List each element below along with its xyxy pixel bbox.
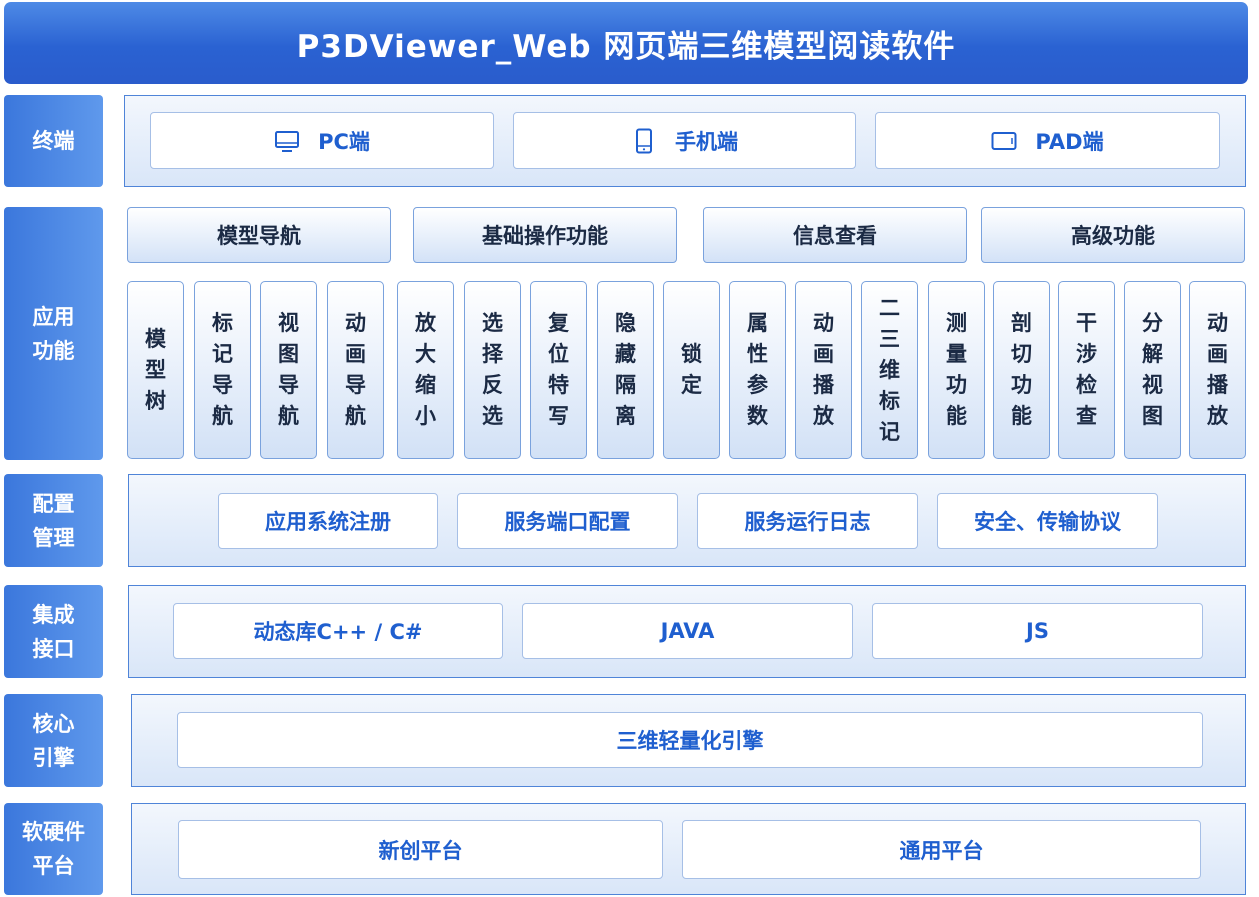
group-header-model-navigation: 模型导航 [127,207,391,263]
terminal-card-label: PAD端 [1035,129,1104,154]
terminal-card-pad[interactable]: PAD端 [875,112,1220,169]
phone-icon [631,128,657,154]
function-item[interactable]: 属性参数 [729,281,786,459]
layer-label-integration: 集成 接口 [4,585,103,678]
platform-item[interactable]: 通用平台 [682,820,1201,879]
config-item[interactable]: 服务运行日志 [697,493,918,549]
monitor-icon [274,128,300,154]
layer-label-core: 核心 引擎 [4,694,103,787]
layer-label-config: 配置 管理 [4,474,103,567]
function-item[interactable]: 模型树 [127,281,184,459]
function-item[interactable]: 动画导航 [327,281,384,459]
function-item[interactable]: 剖切功能 [993,281,1050,459]
config-item[interactable]: 安全、传输协议 [937,493,1158,549]
function-item[interactable]: 锁定 [663,281,720,459]
terminal-card-pc[interactable]: PC端 [150,112,494,169]
function-item[interactable]: 分解视图 [1124,281,1181,459]
function-item[interactable]: 测量功能 [928,281,985,459]
core-engine-item[interactable]: 三维轻量化引擎 [177,712,1203,768]
integration-item[interactable]: JS [872,603,1203,659]
terminal-card-phone[interactable]: 手机端 [513,112,856,169]
layer-label-terminal: 终端 [4,95,103,187]
function-item[interactable]: 视图导航 [260,281,317,459]
group-header-basic-operations: 基础操作功能 [413,207,677,263]
platform-item[interactable]: 新创平台 [178,820,663,879]
terminal-card-label: PC端 [318,129,370,154]
function-item[interactable]: 动画播放 [1189,281,1246,459]
group-header-advanced: 高级功能 [981,207,1245,263]
layer-label-platform: 软硬件 平台 [4,803,103,895]
layer-label-application: 应用 功能 [4,207,103,460]
function-item[interactable]: 标记导航 [194,281,251,459]
function-item[interactable]: 复位特写 [530,281,587,459]
page-title: P3DViewer_Web 网页端三维模型阅读软件 [4,2,1248,84]
group-header-info-view: 信息查看 [703,207,967,263]
function-item[interactable]: 隐藏隔离 [597,281,654,459]
config-item[interactable]: 服务端口配置 [457,493,678,549]
function-item[interactable]: 二三维标记 [861,281,918,459]
config-item[interactable]: 应用系统注册 [218,493,438,549]
function-item[interactable]: 干涉检查 [1058,281,1115,459]
integration-item[interactable]: JAVA [522,603,853,659]
function-item[interactable]: 选择反选 [464,281,521,459]
tablet-icon [991,128,1017,154]
function-item[interactable]: 放大缩小 [397,281,454,459]
integration-item[interactable]: 动态库C++ / C# [173,603,503,659]
function-item[interactable]: 动画播放 [795,281,852,459]
terminal-card-label: 手机端 [675,129,738,154]
